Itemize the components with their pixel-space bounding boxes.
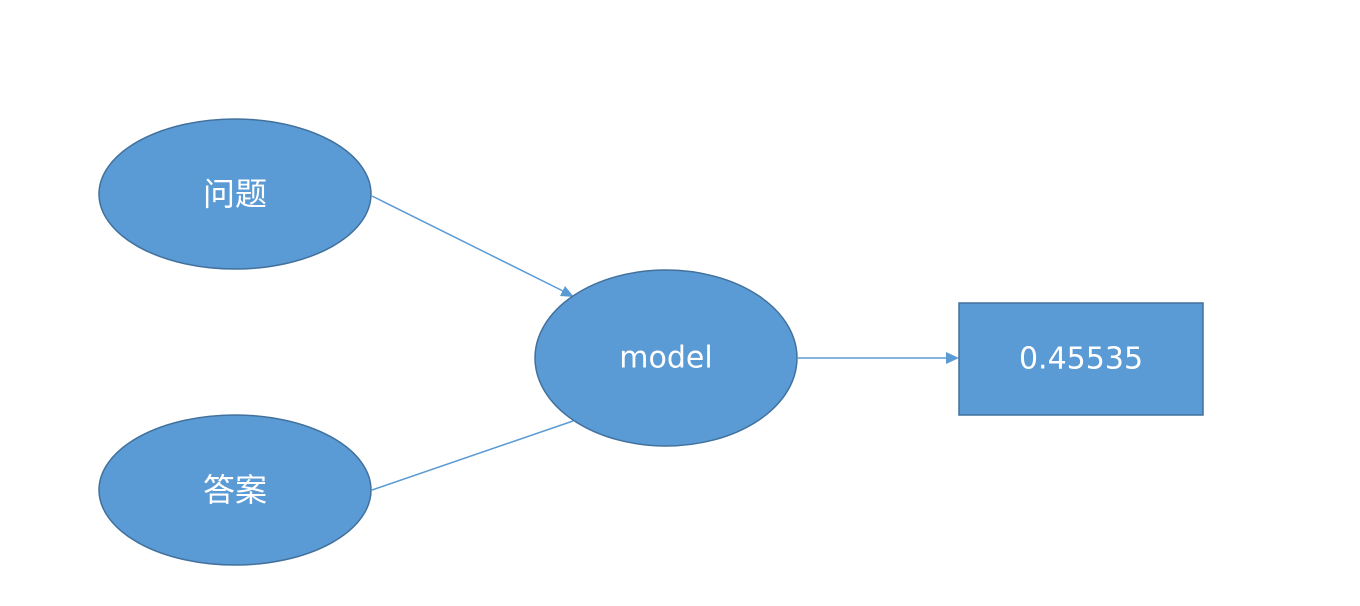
node-model-shape xyxy=(534,269,798,447)
arrowhead-model-to-output xyxy=(946,352,959,364)
node-answer[interactable]: 答案 xyxy=(98,414,372,566)
node-question-shape xyxy=(98,118,372,270)
edge-question-to-model xyxy=(371,195,564,292)
node-model-label: model xyxy=(619,341,712,376)
node-question[interactable]: 问题 xyxy=(98,118,372,270)
node-model[interactable]: model xyxy=(534,269,798,447)
node-output-shape xyxy=(958,302,1204,416)
node-answer-shape xyxy=(98,414,372,566)
node-question-label: 问题 xyxy=(203,175,267,213)
node-output[interactable]: 0.45535 xyxy=(958,302,1204,416)
node-output-label: 0.45535 xyxy=(1019,342,1143,377)
edge-answer-to-model xyxy=(371,420,574,491)
arrowhead-question-to-model xyxy=(560,286,574,297)
node-answer-label: 答案 xyxy=(203,471,267,509)
